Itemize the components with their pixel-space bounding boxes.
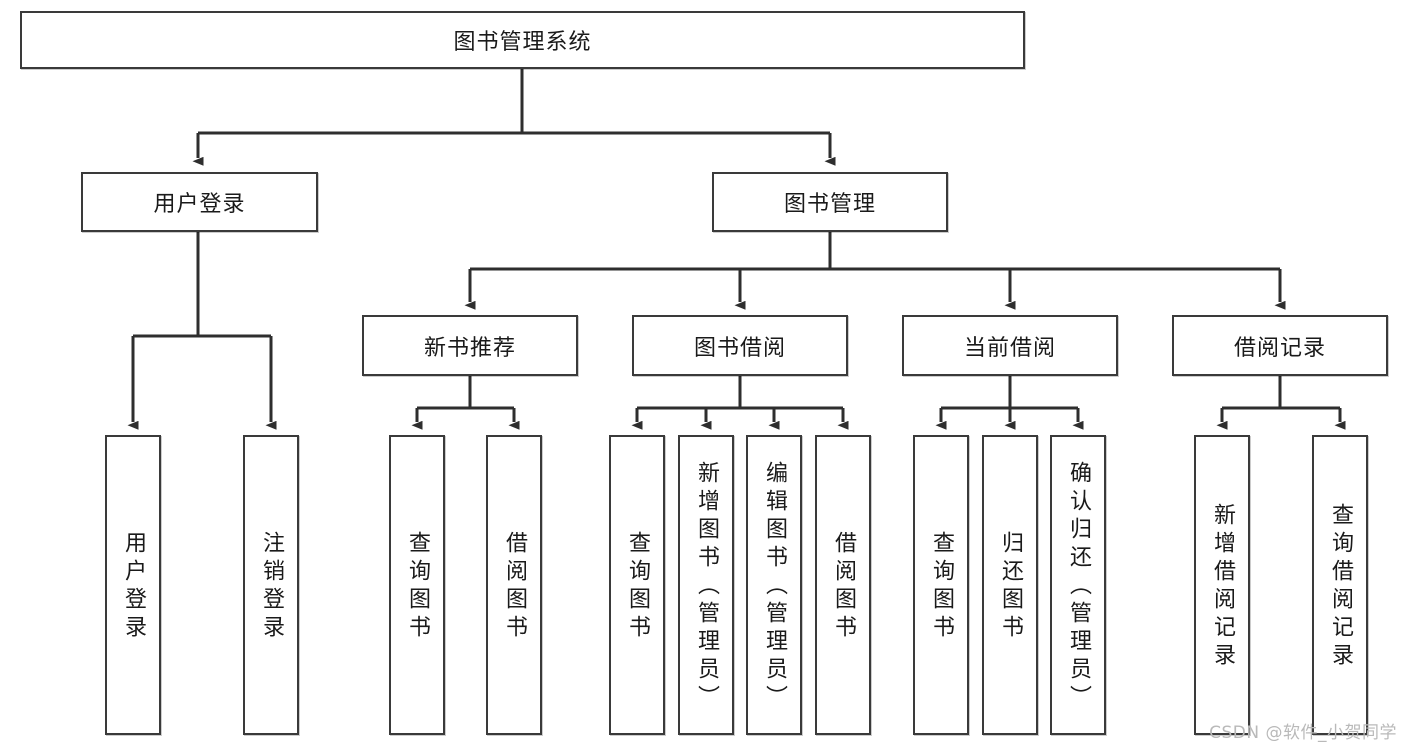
node-leaf-query-book-1[interactable]: 查询图书 — [389, 435, 445, 735]
node-borrow-record-label: 借阅记录 — [1233, 335, 1326, 361]
node-leaf-add-record[interactable]: 新增借阅记录 — [1194, 435, 1250, 735]
node-leaf-user-login[interactable]: 用户登录 — [105, 435, 161, 735]
watermark: CSDN @软件_小贺同学 — [1209, 723, 1397, 743]
node-current-borrow[interactable]: 当前借阅 — [902, 315, 1118, 376]
node-leaf-edit-book[interactable]: 编辑图书（管理员） — [746, 435, 802, 735]
node-leaf-borrow-book-1[interactable]: 借阅图书 — [486, 435, 542, 735]
node-user-login[interactable]: 用户登录 — [81, 172, 318, 232]
node-book-borrow-label: 图书借阅 — [693, 335, 786, 361]
node-leaf-query-record[interactable]: 查询借阅记录 — [1312, 435, 1368, 735]
node-leaf-query-book-3[interactable]: 查询图书 — [913, 435, 969, 735]
node-borrow-record[interactable]: 借阅记录 — [1172, 315, 1388, 376]
node-leaf-query-record-label: 查询借阅记录 — [1328, 503, 1353, 671]
node-new-book-recommend-label: 新书推荐 — [423, 335, 516, 361]
node-book-borrow[interactable]: 图书借阅 — [632, 315, 848, 376]
node-root[interactable]: 图书管理系统 — [20, 11, 1025, 69]
node-leaf-edit-book-label: 编辑图书（管理员） — [762, 461, 787, 713]
node-leaf-query-book-3-label: 查询图书 — [929, 531, 954, 643]
node-leaf-query-book-2[interactable]: 查询图书 — [609, 435, 665, 735]
node-leaf-add-record-label: 新增借阅记录 — [1210, 503, 1235, 671]
node-leaf-logout-label: 注销登录 — [259, 531, 284, 643]
node-leaf-confirm-return[interactable]: 确认归还（管理员） — [1050, 435, 1106, 735]
node-user-login-label: 用户登录 — [153, 192, 246, 217]
node-leaf-return-book-label: 归还图书 — [998, 531, 1023, 643]
node-leaf-query-book-1-label: 查询图书 — [405, 531, 430, 643]
node-book-management[interactable]: 图书管理 — [712, 172, 948, 232]
node-leaf-user-login-label: 用户登录 — [121, 531, 146, 643]
node-leaf-borrow-book-2[interactable]: 借阅图书 — [815, 435, 871, 735]
node-leaf-add-book[interactable]: 新增图书（管理员） — [678, 435, 734, 735]
node-leaf-logout[interactable]: 注销登录 — [243, 435, 299, 735]
node-leaf-confirm-return-label: 确认归还（管理员） — [1066, 461, 1091, 713]
node-new-book-recommend[interactable]: 新书推荐 — [362, 315, 578, 376]
node-root-label: 图书管理系统 — [453, 30, 592, 55]
node-leaf-return-book[interactable]: 归还图书 — [982, 435, 1038, 735]
node-leaf-add-book-label: 新增图书（管理员） — [694, 461, 719, 713]
node-leaf-query-book-2-label: 查询图书 — [625, 531, 650, 643]
node-leaf-borrow-book-2-label: 借阅图书 — [831, 531, 856, 643]
node-leaf-borrow-book-1-label: 借阅图书 — [502, 531, 527, 643]
node-book-management-label: 图书管理 — [783, 192, 876, 217]
node-current-borrow-label: 当前借阅 — [963, 335, 1056, 361]
